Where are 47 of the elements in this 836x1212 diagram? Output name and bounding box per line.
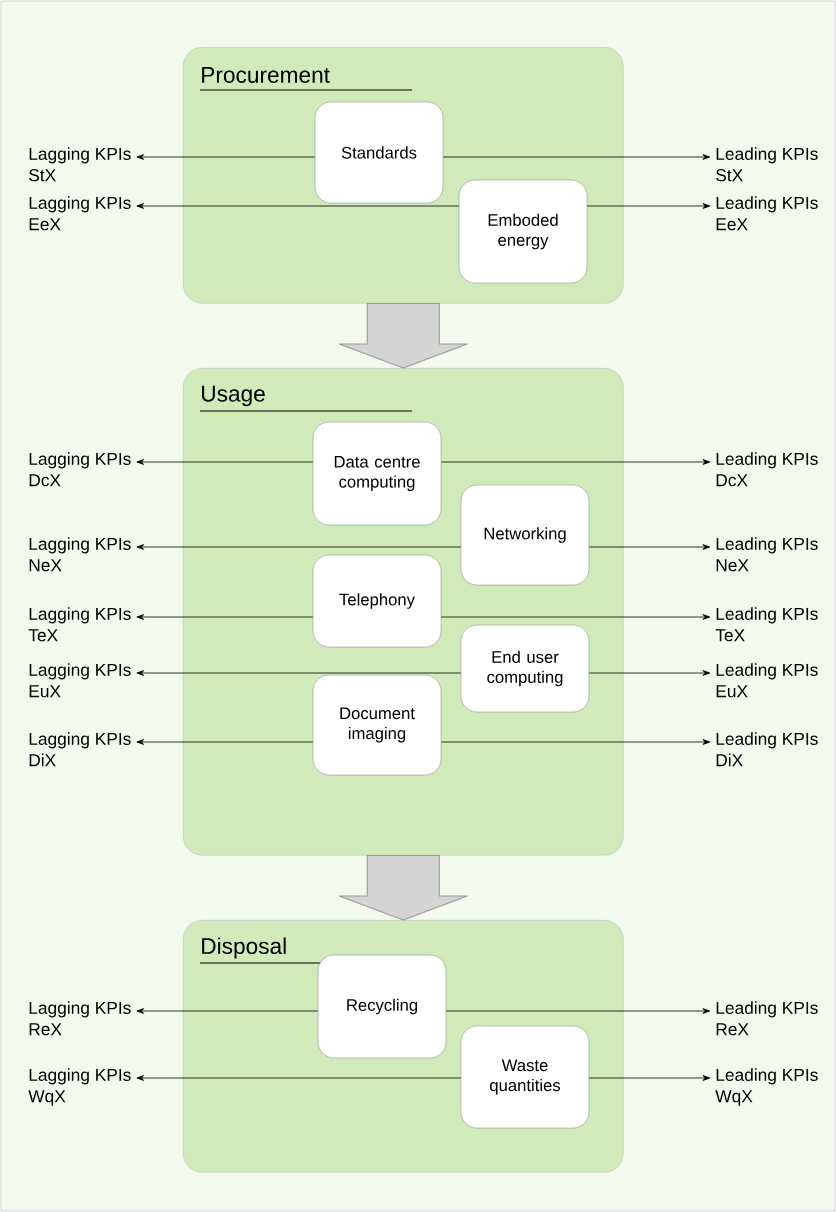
- arrow: [136, 459, 314, 465]
- kpi-label: Leading KPIs StX: [716, 147, 818, 182]
- kpi-label: Leading KPIs NeX: [716, 537, 818, 572]
- kpi-label: Lagging KPIs EeX: [29, 196, 131, 231]
- arrow: [136, 1075, 462, 1081]
- arrow: [445, 1008, 711, 1014]
- flow-arrow: [338, 303, 468, 369]
- kpi-label: Leading KPIs DiX: [716, 732, 818, 767]
- arrow: [136, 544, 462, 550]
- arrow: [440, 614, 711, 620]
- arrow: [136, 1008, 319, 1014]
- arrow: [136, 739, 314, 745]
- kpi-label: Leading KPIs EeX: [716, 196, 818, 231]
- kpi-label: Lagging KPIs TeX: [28, 607, 131, 642]
- kpi-label: Lagging KPIs DiX: [29, 732, 131, 767]
- arrow: [588, 544, 711, 550]
- process-box: Data centre computing: [312, 421, 442, 526]
- kpi-label: Leading KPIs WqX: [715, 1068, 818, 1106]
- arrow: [586, 203, 711, 209]
- kpi-label: Lagging KPIs WqX: [28, 1068, 131, 1106]
- process-box: Standards: [314, 101, 444, 204]
- process-box: Emboded energy: [458, 179, 588, 284]
- flow-arrow: [338, 854, 468, 921]
- process-box: Document imaging: [312, 674, 442, 776]
- kpi-label: Lagging KPIs NeX: [29, 537, 131, 572]
- process-box: End user computing: [460, 624, 590, 713]
- arrow: [136, 614, 314, 620]
- arrow: [136, 203, 460, 209]
- arrow: [136, 154, 316, 160]
- arrow: [440, 739, 711, 745]
- arrow: [588, 670, 711, 676]
- kpi-label: Leading KPIs ReX: [716, 1001, 818, 1036]
- process-box: Waste quantities: [460, 1025, 590, 1129]
- arrow: [588, 1075, 711, 1081]
- process-box: Telephony: [312, 554, 442, 648]
- kpi-label: Leading KPIs DcX: [716, 452, 818, 487]
- kpi-label: Lagging KPIs StX: [29, 147, 131, 182]
- process-box: Networking: [460, 484, 590, 586]
- kpi-label: Lagging KPIs DcX: [29, 452, 131, 487]
- process-box: Recycling: [317, 954, 447, 1059]
- arrow: [442, 154, 711, 160]
- kpi-label: Lagging KPIs ReX: [29, 1001, 131, 1036]
- kpi-label: Leading KPIs EuX: [716, 663, 818, 698]
- kpi-label: Leading KPIs TeX: [715, 607, 818, 642]
- kpi-label: Lagging KPIs EuX: [29, 663, 131, 698]
- arrow: [440, 459, 711, 465]
- arrow: [136, 670, 462, 676]
